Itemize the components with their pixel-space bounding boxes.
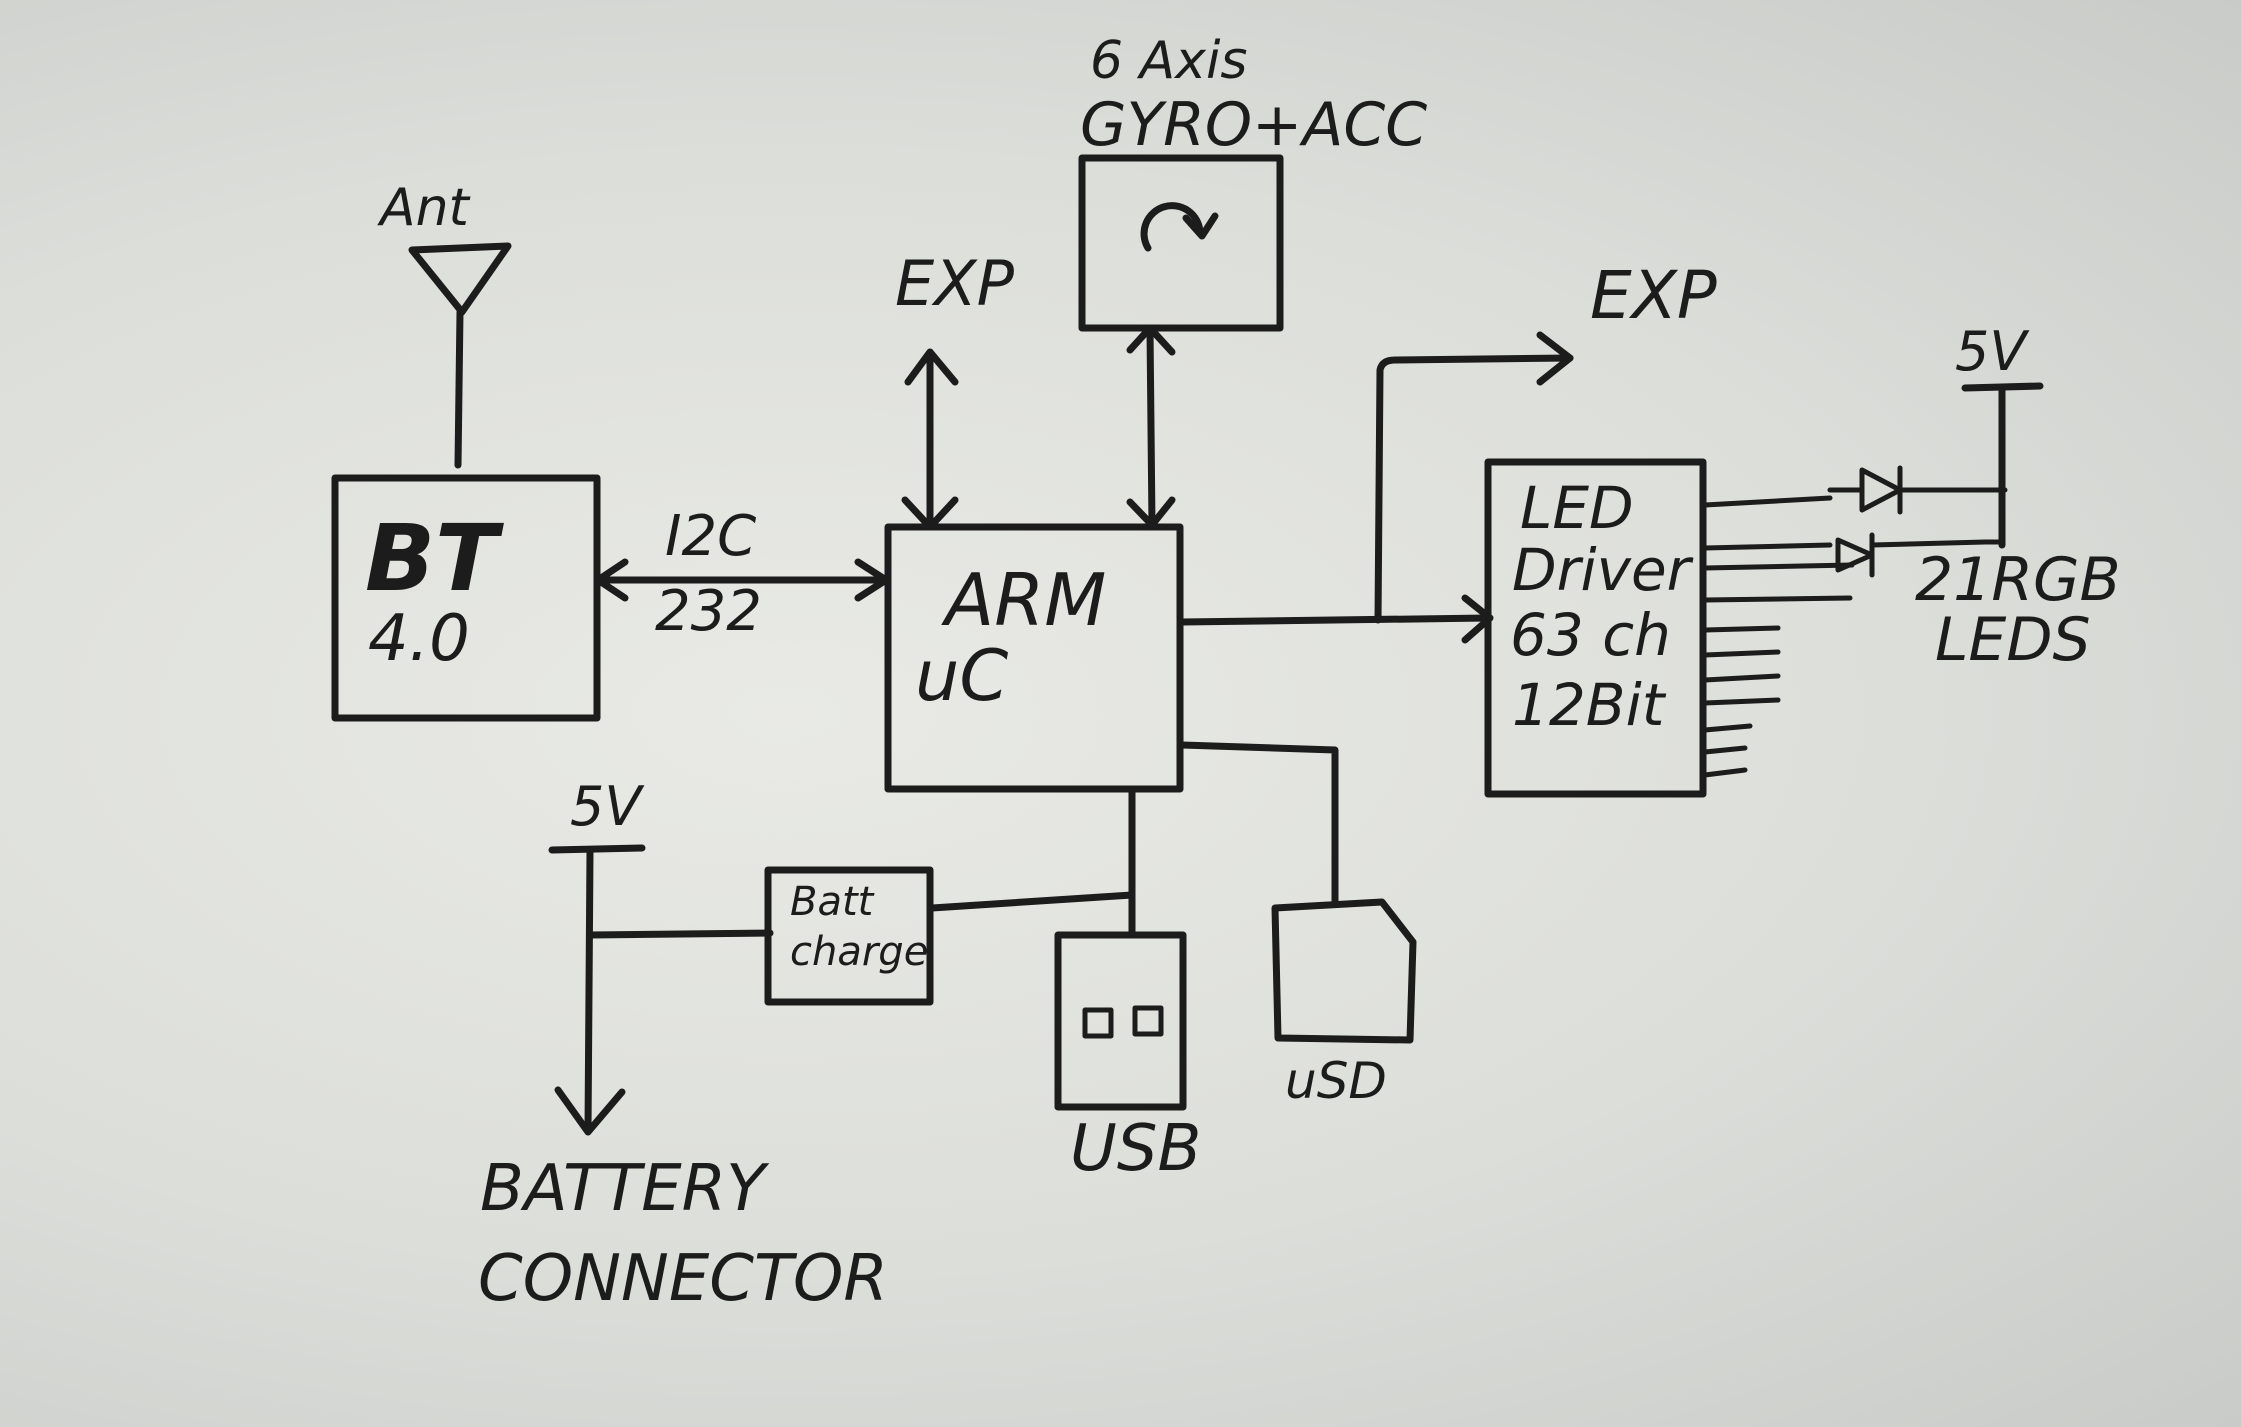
led-driver-label-4: 12Bit xyxy=(1512,671,1667,739)
usb-label: USB xyxy=(1070,1112,1201,1186)
gyro-label-axis: 6 Axis xyxy=(1090,31,1248,91)
arm-label: ARM xyxy=(941,558,1106,642)
gyro-arm-link xyxy=(1126,324,1176,529)
gyro-acc-box xyxy=(1078,154,1284,332)
arm-led-link xyxy=(1178,594,1494,644)
battery-connector-label-2: CONNECTOR xyxy=(478,1242,888,1316)
bt-version-label: 4.0 xyxy=(368,602,470,676)
rgb-leds-label-2: LEDS xyxy=(1935,605,2091,675)
battery-rail xyxy=(548,844,774,1136)
usd-label: uSD xyxy=(1285,1052,1387,1110)
led-driver-label-1: LED xyxy=(1520,474,1634,542)
antenna-icon xyxy=(408,242,512,469)
bus-label-i2c: I2C xyxy=(665,504,756,569)
batt-charger-box xyxy=(764,866,934,1006)
usb-pin-right-icon xyxy=(1132,1005,1164,1037)
bt-label: BT xyxy=(365,505,504,612)
led-diode-icon-1 xyxy=(1827,465,2008,515)
led-driver-label-2: Driver xyxy=(1512,536,1694,604)
bt-module-box xyxy=(331,474,601,722)
exp-top-label: EXP xyxy=(895,247,1015,320)
exp-right-arrow xyxy=(1374,331,1574,624)
exp-right-label: EXP xyxy=(1590,257,1717,334)
led-driver-label-3: 63 ch xyxy=(1510,601,1671,669)
gyro-label-type: GYRO+ACC xyxy=(1080,90,1427,160)
uc-label: uC xyxy=(915,635,1008,717)
rgb-leds-label-1: 21RGB xyxy=(1915,545,2121,615)
charger-label-1: Batt xyxy=(790,879,875,925)
rotation-icon xyxy=(1140,202,1219,252)
bus-label-232: 232 xyxy=(655,579,762,644)
antenna-label: Ant xyxy=(377,178,471,238)
battery-connector-label-1: BATTERY xyxy=(480,1152,770,1226)
charger-label-2: charge xyxy=(790,929,928,975)
arm-usd-link xyxy=(1178,741,1339,906)
led-5v-label: 5V xyxy=(1955,320,2030,383)
arm-uc-box xyxy=(884,523,1184,793)
exp-top-arrow xyxy=(901,348,959,531)
usb-connector-box xyxy=(1054,931,1187,1111)
batt-5v-label: 5V xyxy=(570,775,645,838)
usd-card-icon xyxy=(1271,898,1417,1044)
led-output-lines xyxy=(1702,495,1855,778)
led-diode-icon-2 xyxy=(1835,532,1988,578)
led-5v-rail xyxy=(1961,382,2044,549)
usb-pin-left-icon xyxy=(1082,1007,1114,1039)
charger-usb-link xyxy=(928,786,1136,939)
led-driver-box xyxy=(1484,458,1707,798)
